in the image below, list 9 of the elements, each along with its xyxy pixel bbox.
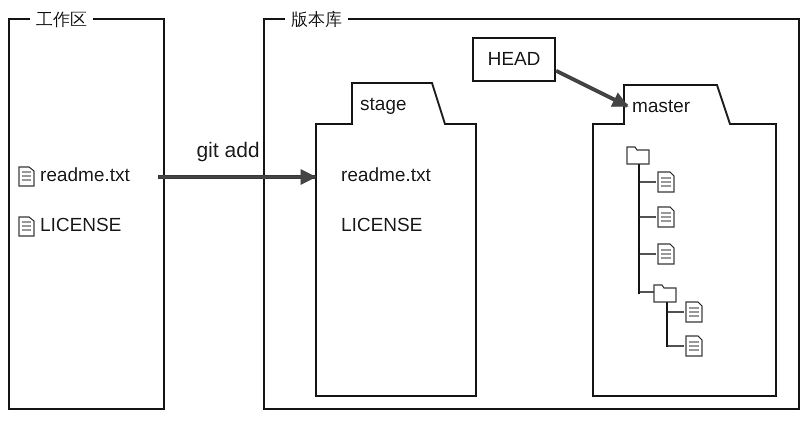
file-name: LICENSE bbox=[341, 215, 422, 237]
file-name: readme.txt bbox=[341, 165, 431, 187]
arrow bbox=[158, 169, 317, 185]
arrow bbox=[555, 68, 629, 108]
file-name: readme.txt bbox=[40, 165, 130, 187]
folder-title: master bbox=[632, 96, 690, 118]
pointer-label: HEAD bbox=[472, 37, 556, 82]
file-name: LICENSE bbox=[40, 215, 122, 237]
folder-title: stage bbox=[360, 94, 406, 116]
